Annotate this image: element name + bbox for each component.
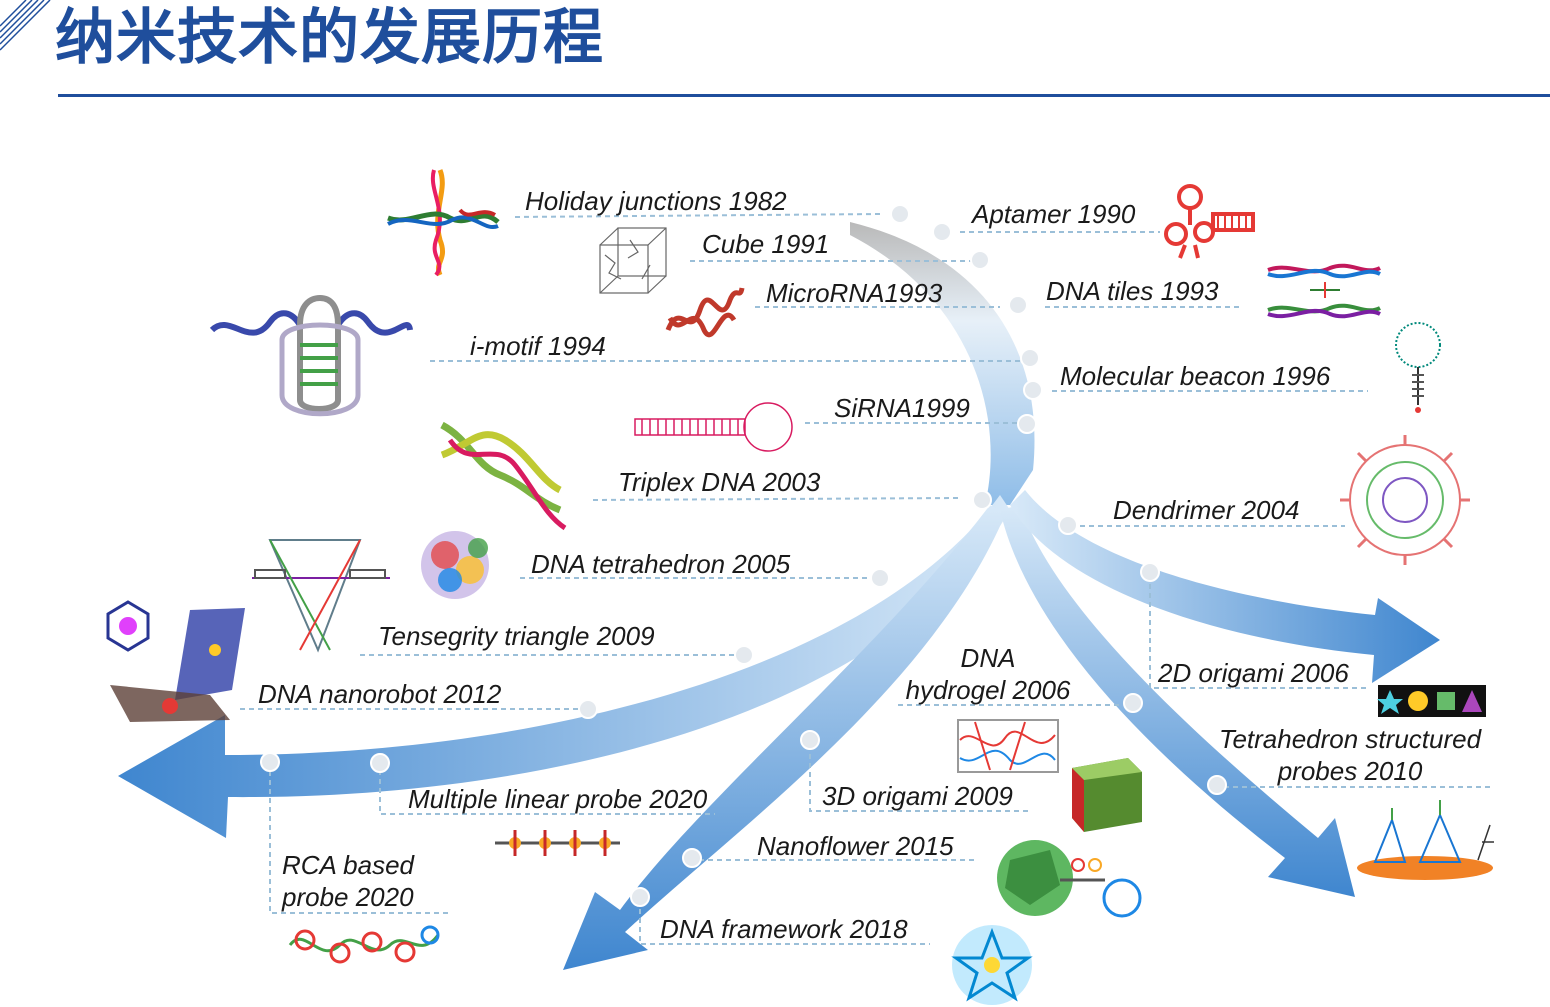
nanoflower-icon (997, 840, 1142, 918)
page-title: 纳米技术的发展历程 (55, 3, 604, 73)
milestone-label-nanoflower: Nanoflower 2015 (757, 831, 954, 861)
milestone-label-aptamer: Aptamer 1990 (972, 199, 1136, 229)
dna-framework-icon (951, 925, 1033, 1005)
multiple-linear-probe-icon (495, 830, 620, 856)
microrna-icon (665, 287, 745, 338)
milestone-label-dna-tetrahedron: DNA tetrahedron 2005 (531, 549, 791, 579)
corner-stripes-icon (0, 0, 51, 51)
dna-tetrahedron-icon (421, 531, 489, 599)
milestone-label-molecular-beacon: Molecular beacon 1996 (1060, 361, 1331, 391)
milestone-label-holiday-junctions: Holiday junctions 1982 (525, 186, 787, 216)
milestone-label-2d-origami: 2D origami 2006 (1158, 658, 1349, 688)
milestone-label-rca-probe-line1: RCA based (282, 850, 414, 880)
rca-probe-icon (288, 925, 440, 964)
aptamer-icon (1164, 184, 1255, 259)
milestone-label-dna-nanorobot: DNA nanorobot 2012 (258, 679, 502, 709)
title-underline (58, 94, 1550, 97)
tensegrity-triangle-icon (252, 539, 390, 653)
milestone-label-multiple-linear-probe: Multiple linear probe 2020 (408, 784, 708, 814)
milestone-label-dna-framework: DNA framework 2018 (660, 914, 908, 944)
milestone-label-dna-hydrogel-line2: hydrogel 2006 (905, 675, 1071, 705)
milestone-label-tetrahedron-probes-line1: Tetrahedron structured (1218, 724, 1482, 754)
milestone-label-tetrahedron-probes-line2: probes 2010 (1277, 756, 1423, 786)
dna-nanorobot-icon (106, 600, 245, 722)
tetrahedron-probe-icon (1357, 800, 1494, 880)
milestone-label-tensegrity-triangle: Tensegrity triangle 2009 (378, 621, 655, 651)
milestone-label-dna-tiles: DNA tiles 1993 (1046, 276, 1219, 306)
i-motif-icon (209, 294, 413, 417)
triplex-dna-icon (440, 421, 567, 531)
cube-structure-icon (599, 227, 667, 294)
branch-arrow-left (118, 495, 1010, 838)
molecular-beacon-icon (1395, 322, 1441, 413)
milestone-label-microrna: MicroRNA1993 (766, 278, 943, 308)
milestone-label-dna-hydrogel-line1: DNA (960, 643, 1016, 673)
3d-origami-icon (1072, 758, 1142, 832)
milestone-label-dendrimer: Dendrimer 2004 (1113, 495, 1300, 525)
milestone-label-rca-probe-line2: probe 2020 (282, 882, 414, 912)
timeline-nodes (260, 204, 1227, 907)
branch-arrow-mid-left (563, 505, 1005, 970)
sirna-icon (634, 402, 793, 452)
branch-arrow-right (1010, 490, 1440, 683)
dna-hydrogel-icon (957, 719, 1059, 773)
holiday-junction-icon (387, 169, 500, 277)
milestone-label-sirna: SiRNA1999 (834, 393, 970, 423)
milestone-label-triplex-dna: Triplex DNA 2003 (618, 467, 821, 497)
dna-tiles-icon (1267, 263, 1381, 319)
dendrimer-icon (1340, 435, 1470, 565)
trunk-arrow (850, 222, 1035, 505)
milestone-label-cube: Cube 1991 (702, 229, 830, 259)
branch-arrow-mid-right (1000, 505, 1355, 897)
milestone-label-3d-origami: 3D origami 2009 (822, 781, 1013, 811)
2d-origami-icon (1377, 685, 1486, 717)
leader-lines (240, 213, 1490, 945)
milestone-label-i-motif: i-motif 1994 (470, 331, 606, 361)
